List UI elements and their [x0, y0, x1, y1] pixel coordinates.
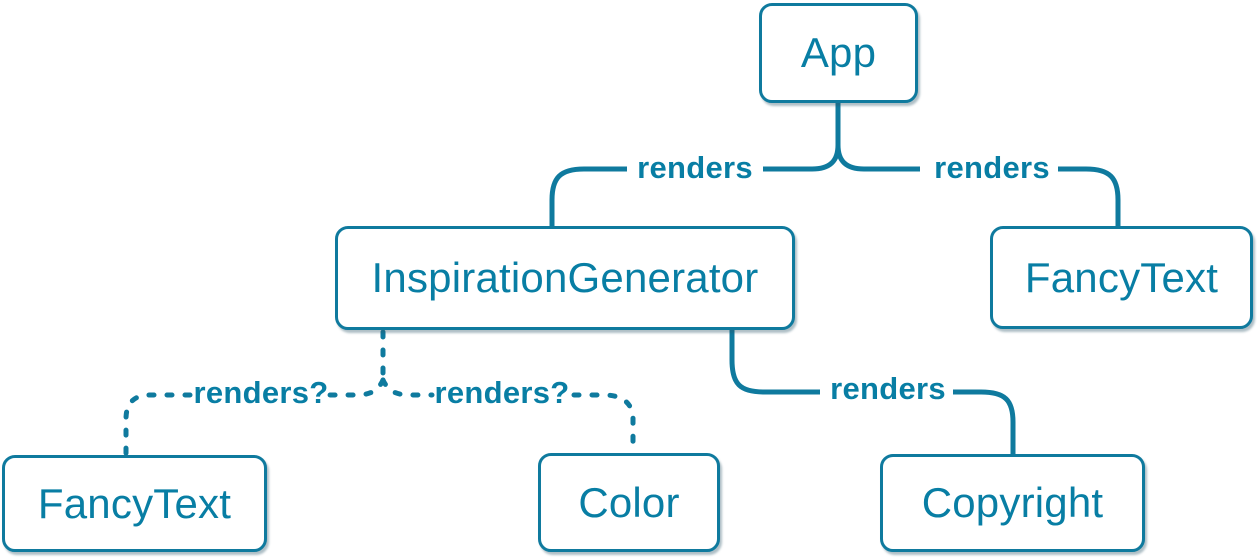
edge-label-app-renders-inspiration-generator: renders	[637, 150, 753, 185]
edge-label-inspiration-generator-renders-copyright: renders	[830, 371, 946, 406]
node-label: FancyText	[1024, 253, 1219, 301]
node-label: Copyright	[921, 479, 1104, 526]
edge-app-to-inspiration-generator-left	[763, 144, 841, 172]
edge-label-inspiration-generator-renders-color: renders?	[434, 375, 570, 410]
node-label: Color	[578, 478, 680, 526]
node-label: FancyText	[37, 479, 232, 527]
edge-inspiration-generator-to-fancy-text-left	[123, 392, 193, 458]
edge-inspiration-generator-to-color-left	[380, 377, 435, 398]
node-color: Color	[538, 453, 720, 552]
node-app: App	[759, 3, 918, 103]
edge-app-to-fancy-text-right	[1058, 166, 1121, 226]
edge-inspiration-generator-to-copyright-left	[729, 330, 820, 395]
edge-label-app-renders-fancy-text: renders	[934, 150, 1050, 185]
node-inspiration-generator: InspirationGenerator	[335, 226, 795, 330]
edge-app-to-fancy-text-left	[835, 144, 920, 172]
edge-inspiration-generator-to-color-right	[571, 392, 636, 456]
edge-label-inspiration-generator-renders-fancy-text: renders?	[193, 375, 329, 410]
node-fancy-text-top: FancyText	[990, 226, 1253, 329]
edge-inspiration-generator-to-copyright-right	[953, 389, 1016, 454]
node-label: App	[800, 29, 877, 76]
node-copyright: Copyright	[880, 454, 1145, 552]
node-label: InspirationGenerator	[371, 254, 759, 301]
edge-app-to-inspiration-generator-right	[549, 166, 627, 226]
node-fancy-text-bottom: FancyText	[2, 455, 267, 552]
edge-inspiration-generator-to-fancy-text-right	[327, 377, 386, 398]
